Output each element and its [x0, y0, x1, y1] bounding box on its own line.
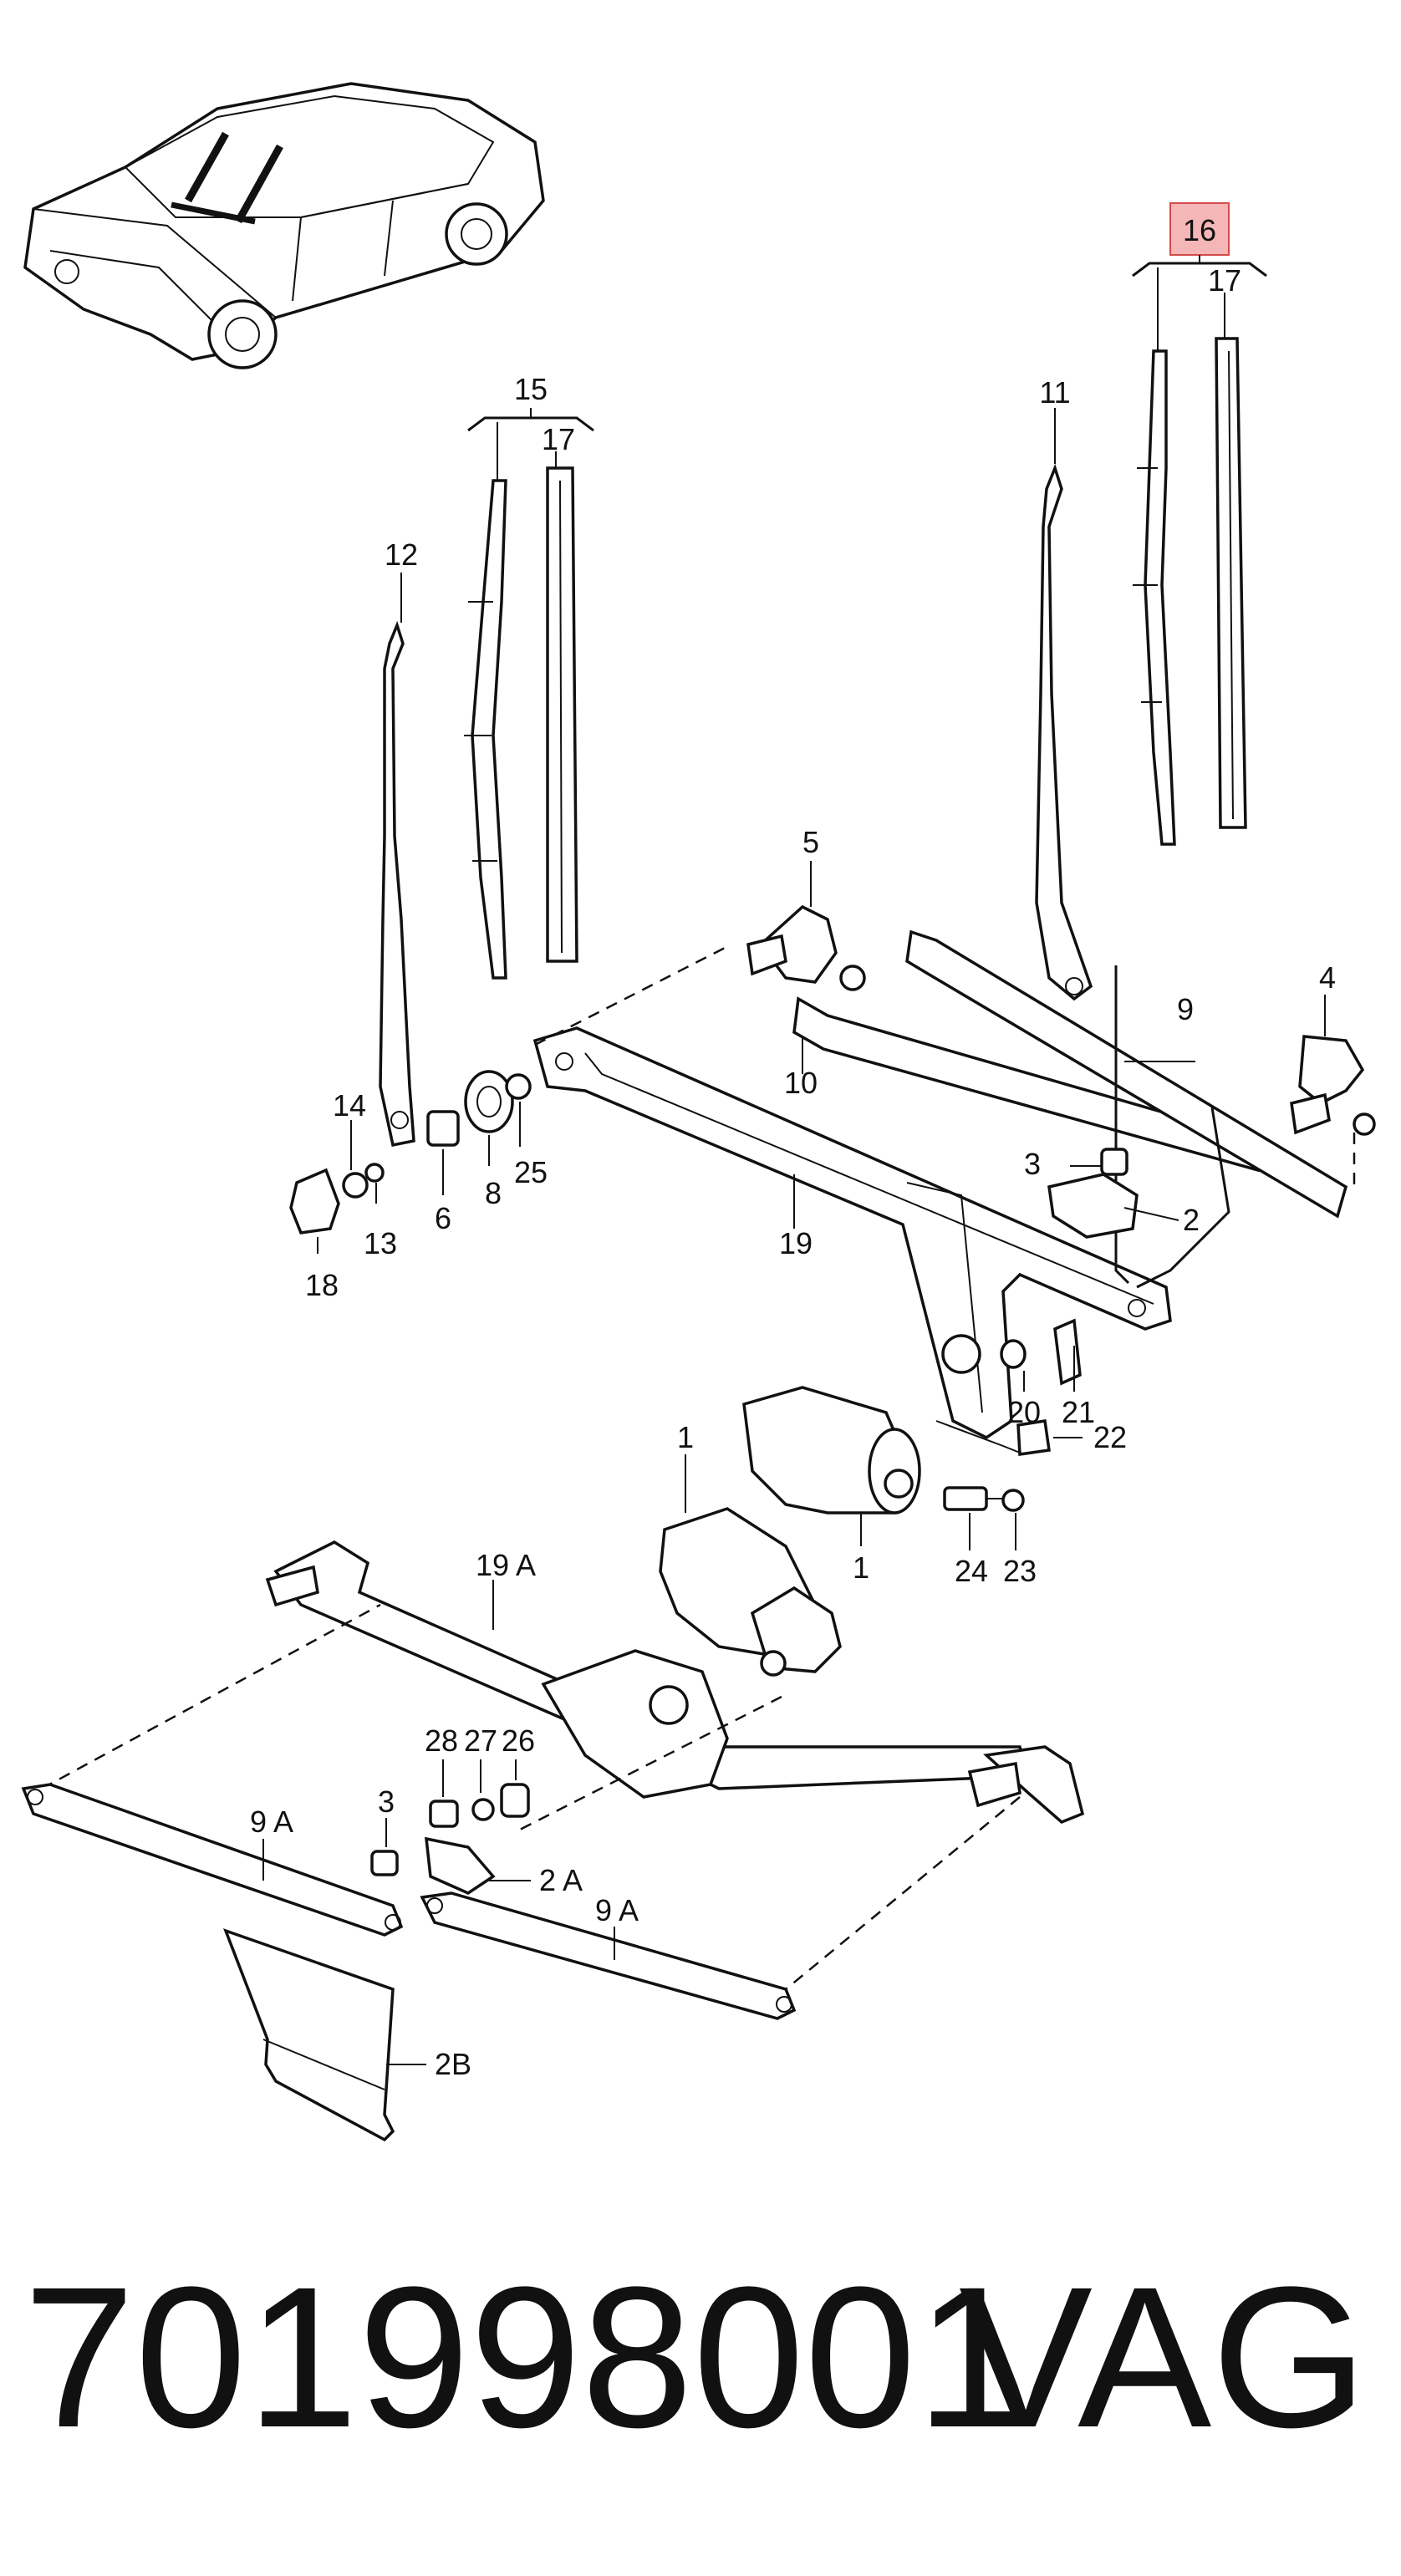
bracket-fasteners: [935, 1148, 1179, 1457]
callout-1-lower: 1: [853, 1550, 869, 1585]
callout-6: 6: [435, 1201, 451, 1235]
cover-2B: [223, 1928, 426, 2142]
callout-19: 19: [779, 1226, 813, 1260]
part-number: 701998001: [23, 2245, 1028, 2469]
lower-fasteners: [370, 1759, 531, 1895]
callout-9A-right: 9 A: [595, 1893, 639, 1927]
callout-18: 18: [305, 1268, 339, 1302]
wiper-motors: [659, 1386, 1025, 1677]
callout-13: 13: [364, 1226, 397, 1260]
callout-17-right: 17: [1208, 263, 1241, 298]
callout-2: 2: [1183, 1203, 1200, 1237]
callout-10: 10: [784, 1066, 818, 1100]
callout-labels: 16 17 15 17 11 12 5 4 9 10 14 13 18 6 8 …: [250, 213, 1336, 2081]
callout-25: 25: [514, 1155, 548, 1189]
callout-8: 8: [485, 1176, 502, 1210]
callout-1-upper: 1: [677, 1420, 694, 1454]
callout-11: 11: [1039, 375, 1070, 410]
rods-9A: [21, 1783, 797, 2020]
callout-19A: 19 A: [476, 1548, 536, 1582]
callout-15: 15: [514, 372, 548, 406]
callout-27: 27: [464, 1723, 497, 1758]
car-illustration: [23, 82, 545, 369]
left-wiper-assembly: [379, 408, 594, 1148]
callout-21: 21: [1062, 1395, 1095, 1429]
callout-24: 24: [955, 1554, 988, 1588]
callout-9A-left: 9 A: [250, 1805, 293, 1839]
callout-4: 4: [1319, 960, 1336, 995]
callout-16: 16: [1183, 213, 1216, 247]
callout-9: 9: [1177, 992, 1194, 1026]
callout-2B: 2B: [435, 2047, 471, 2081]
callout-20: 20: [1007, 1395, 1041, 1429]
callout-3-lower: 3: [378, 1784, 395, 1819]
callout-28: 28: [425, 1723, 458, 1758]
callout-26: 26: [502, 1723, 535, 1758]
pivots-and-rods: [746, 861, 1376, 1289]
callout-17-left: 17: [542, 422, 575, 456]
wiper-parts-diagram: 16 17 15 17 11 12 5 4 9 10 14 13 18 6 8 …: [21, 82, 1376, 2142]
small-fasteners-left: [289, 1070, 532, 1254]
callout-3-upper: 3: [1024, 1147, 1041, 1181]
callout-2A: 2 A: [539, 1863, 583, 1897]
callout-12: 12: [385, 537, 418, 572]
right-wiper-assembly: [1035, 255, 1267, 1001]
callout-22: 22: [1093, 1420, 1127, 1454]
callout-14: 14: [333, 1088, 366, 1123]
callout-5: 5: [802, 825, 819, 859]
brand-label: VAG: [958, 2245, 1368, 2469]
linkage-frame-19A: [41, 1540, 1085, 1990]
callout-23: 23: [1003, 1554, 1037, 1588]
